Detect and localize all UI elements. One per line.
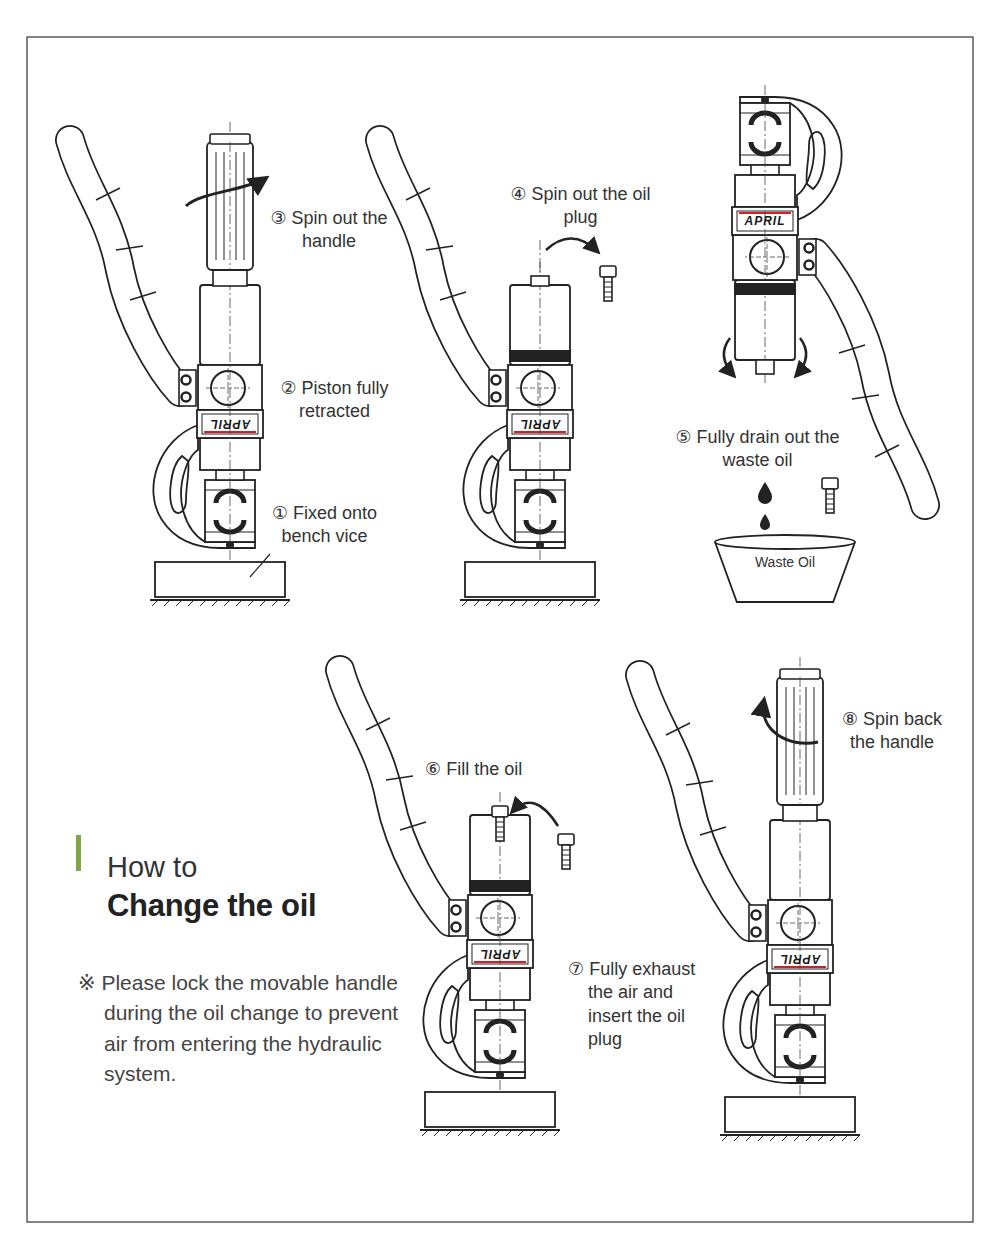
- note-text: ※ Please lock the movable handle during …: [78, 968, 404, 1090]
- bucket-label: Waste Oil: [712, 554, 858, 570]
- oil-plug: [558, 834, 574, 869]
- title: Change the oil: [107, 887, 316, 924]
- remove-arrow: [546, 238, 598, 252]
- spin-arrow: [763, 700, 818, 743]
- step-label: ⑦ Fully exhaust the air and insert the o…: [568, 958, 720, 1052]
- center-line: [540, 240, 541, 276]
- tool-step-6: [340, 670, 560, 1136]
- thread-band: [469, 880, 531, 892]
- leader-line: [250, 554, 270, 577]
- bench-vice: [720, 1097, 860, 1141]
- spin-arrow: [186, 178, 266, 206]
- heading-text: How to: [107, 850, 197, 885]
- thread-band: [509, 350, 571, 362]
- bench-vice: [150, 562, 290, 606]
- oil-drop: [760, 514, 770, 530]
- logo-text: APRIL: [770, 951, 830, 967]
- spin-arrow: [796, 338, 806, 376]
- insert-arrow: [512, 803, 558, 826]
- tool-step-8: [640, 657, 860, 1141]
- spin-arrow: [724, 338, 734, 376]
- oil-plug-inserted: [492, 806, 508, 841]
- oil-plug: [600, 266, 616, 301]
- frame-border: [27, 37, 973, 1222]
- oil-plug-icon: [558, 834, 574, 869]
- oil-plug: [492, 806, 508, 841]
- logo-text: APRIL: [200, 416, 260, 432]
- drain-port: [756, 360, 774, 374]
- oil-drop: [758, 482, 772, 504]
- logo-text: APRIL: [510, 416, 570, 432]
- step-label: ⑥ Fill the oil: [425, 758, 522, 781]
- bench-vice: [460, 562, 600, 606]
- tool-step-1: [70, 122, 290, 606]
- bucket-side: [715, 542, 855, 602]
- step-label: ① Fixed onto bench vice: [262, 502, 387, 549]
- tool-body: [340, 670, 533, 1090]
- accent-bar: [76, 835, 81, 871]
- step-label: ③ Spin out the handle: [270, 207, 388, 254]
- waste-oil-bucket: Waste Oil: [712, 532, 858, 604]
- step-label: ④ Spin out the oil plug: [508, 183, 653, 230]
- bucket-rim: [715, 535, 855, 549]
- thread-band: [734, 283, 796, 295]
- logo-text: APRIL: [470, 946, 530, 962]
- oil-plug-icon: [600, 266, 616, 301]
- cylinder-cap: [531, 276, 549, 286]
- logo-text: APRIL: [735, 213, 795, 229]
- step-label: ⑤ Fully drain out the waste oil: [675, 426, 840, 473]
- oil-plug: [822, 478, 838, 513]
- step-label: ② Piston fully retracted: [272, 377, 397, 424]
- step-label: ⑧ Spin back the handle: [828, 708, 956, 755]
- oil-plug-icon: [822, 478, 838, 513]
- pump-handle: [207, 122, 253, 286]
- bench-vice: [420, 1092, 560, 1136]
